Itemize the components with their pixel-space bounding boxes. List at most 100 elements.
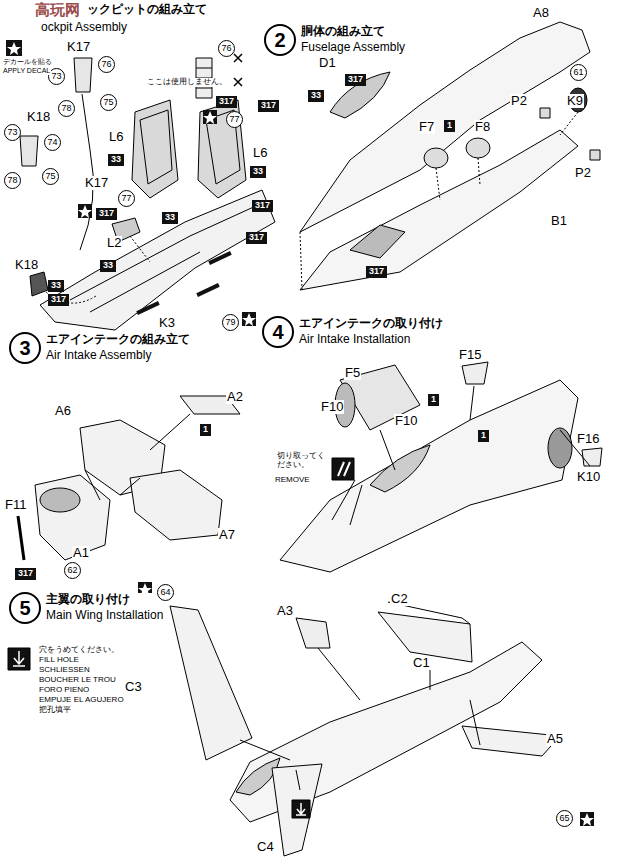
part-name: K3 — [158, 316, 176, 330]
step-title: エアインテークの組み立てAir Intake Assembly — [46, 333, 190, 363]
part-name: A7 — [218, 528, 236, 542]
decal-stripe — [136, 301, 159, 315]
remove-icon-mark — [338, 462, 350, 476]
note: FORO PIENO — [38, 686, 90, 695]
decal-number: 75 — [100, 94, 117, 111]
star-icon — [580, 812, 594, 826]
paint-callout: 317 — [366, 266, 387, 278]
paint-callout: 317 — [51, 294, 66, 304]
part-name: D1 — [318, 56, 337, 70]
paint-callout: 317 — [15, 568, 36, 580]
note: REMOVE — [274, 476, 311, 485]
vertical-tail — [378, 612, 472, 662]
part-name: L2 — [106, 236, 122, 250]
star — [242, 313, 256, 326]
decal-number: 75 — [103, 98, 113, 107]
paint-callout: 317 — [246, 232, 267, 244]
plate-part — [582, 448, 602, 466]
part-name: A1 — [72, 546, 90, 560]
decal-number: 76 — [221, 44, 231, 53]
part-name: K9 — [566, 94, 584, 108]
intake-mouth — [40, 488, 80, 512]
decal-number: 78 — [58, 100, 75, 117]
paint-callout: 317 — [48, 294, 69, 306]
decal-number: 74 — [44, 134, 61, 151]
decal-number: 76 — [218, 40, 235, 57]
part-name: C1 — [412, 656, 431, 670]
decal-number: 73 — [4, 124, 21, 141]
paint-callout: 33 — [253, 166, 263, 176]
part-name: F10 — [320, 400, 344, 414]
step-title: Air Intake Assembly — [46, 349, 190, 363]
step-heading: 3エアインテークの組み立てAir Intake Assembly — [9, 332, 190, 364]
paint-callout: 317 — [258, 100, 279, 112]
decal-number: 77 — [121, 194, 131, 203]
paint-callout: 1 — [200, 424, 211, 436]
part-name: B1 — [550, 214, 568, 228]
paint-callout: 317 — [249, 232, 264, 242]
part-name: F15 — [458, 348, 482, 362]
decal-number: 76 — [101, 60, 111, 69]
paint-callout: 1 — [447, 120, 452, 130]
step-title: エアインテークの取り付け — [299, 317, 443, 331]
note: FILL HOLE — [38, 656, 80, 665]
paint-callout: 317 — [216, 96, 237, 108]
decal-number: 76 — [98, 56, 115, 73]
decal-number: 75 — [42, 168, 59, 185]
step-title: 胴体の組み立て — [301, 25, 405, 39]
paint-callout: 1 — [431, 394, 436, 404]
step-heading: ックピットの組み立て — [86, 3, 208, 16]
note: 切り取ってください。 — [276, 452, 328, 470]
intake-part — [35, 475, 110, 560]
star — [203, 111, 217, 124]
decal-number: 77 — [229, 115, 239, 124]
star-icon — [6, 40, 22, 56]
paint-callout: 33 — [250, 166, 266, 178]
part-name: P2 — [574, 166, 592, 180]
part-name: C4 — [256, 840, 275, 854]
note: 穴をうめてください。 — [38, 646, 120, 655]
main-wing — [170, 606, 252, 760]
step-title: 胴体の組み立てFuselage Assembly — [301, 25, 405, 55]
step-title: Main Wing Installation — [46, 609, 163, 623]
paint-callout: 317 — [18, 568, 33, 578]
paint-callout: 317 — [345, 74, 366, 86]
leader-line — [240, 648, 480, 790]
rod-part — [18, 516, 24, 560]
leader-line — [300, 112, 578, 290]
paint-callout: 1 — [428, 394, 439, 406]
step-heading: 5主翼の取り付けMain Wing Installation — [9, 592, 163, 624]
part-name: C2 — [390, 592, 409, 606]
step-number: 4 — [262, 316, 294, 348]
part — [20, 136, 38, 166]
decal-number: 61 — [570, 64, 587, 81]
decal-number: 74 — [47, 138, 57, 147]
note: EMPUJE EL AGUJERO — [38, 696, 125, 705]
paint-callout: 33 — [51, 280, 61, 290]
fill-hole-mark — [296, 803, 306, 815]
decal-number: 62 — [67, 566, 77, 575]
cockpit-inside — [350, 225, 405, 258]
part-name: P2 — [510, 94, 528, 108]
fill-hole-mark — [13, 651, 25, 666]
star-icon — [78, 204, 92, 218]
decal-number: 65 — [559, 814, 569, 823]
part-name: K18 — [26, 110, 51, 124]
star-icon — [203, 110, 217, 124]
fill-hole-icon — [8, 648, 30, 670]
decal-number: 77 — [118, 190, 135, 207]
decal-number: 64 — [157, 584, 174, 601]
plate-part — [424, 148, 448, 168]
paint-callout: 1 — [478, 430, 489, 442]
leader-line — [332, 386, 590, 525]
plate-part — [466, 138, 490, 158]
paint-callout: 317 — [261, 100, 276, 110]
wing-part — [296, 618, 330, 648]
part-name: L6 — [252, 146, 268, 160]
step-heading: 2胴体の組み立てFuselage Assembly — [264, 24, 405, 56]
note: デカールを貼る — [2, 58, 53, 66]
step-heading: ockpit Assembly — [40, 21, 128, 34]
note: BOUCHER LE TROU — [38, 676, 117, 685]
